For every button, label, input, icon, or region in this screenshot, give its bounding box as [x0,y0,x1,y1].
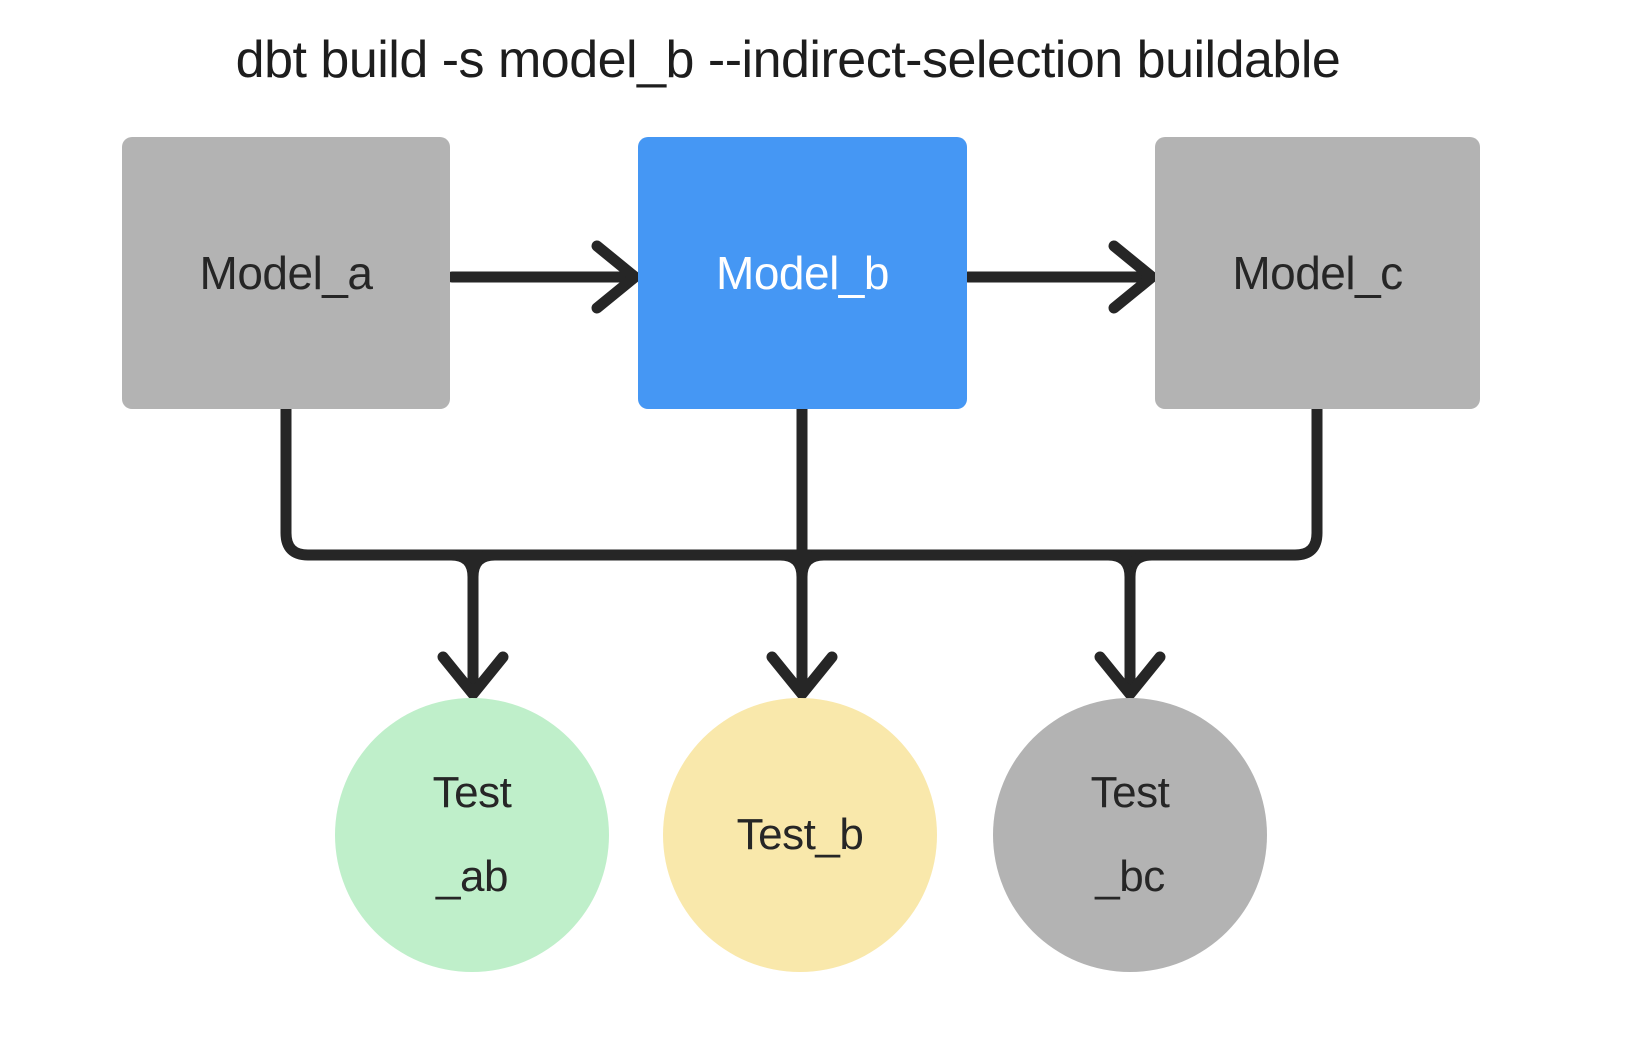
node-test-b-label: Test_b [736,810,864,859]
node-model-b-selected: Model_b [638,137,967,409]
node-test-bc-label-line1: Test [1090,768,1170,817]
test-b-right-fillet [796,549,830,583]
edge-a-b-arrowhead-icon [591,240,641,314]
node-model-b-label: Model_b [716,247,889,299]
edge-model-b-to-model-c [962,240,1158,314]
edge-rail-to-test-bc [1094,549,1166,700]
node-test-ab-label-line1: Test [432,768,512,817]
node-model-c-label: Model_c [1232,247,1403,299]
node-test-bc: Test _bc [993,698,1267,972]
node-test-bc-label-line2: _bc [1095,852,1165,901]
node-model-c: Model_c [1155,137,1480,409]
test-bc-branch-right-fillet [1124,549,1158,583]
edge-model-a-to-model-b [446,240,641,314]
node-test-ab: Test _ab [335,698,609,972]
node-model-a: Model_a [122,137,450,409]
test-ab-branch-right-fillet [467,549,501,583]
edge-b-c-arrowhead-icon [1108,240,1158,314]
diagram-title: dbt build -s model_b --indirect-selectio… [235,31,1341,89]
node-test-b: Test_b [663,698,937,972]
test-b-arrowhead-icon [766,651,838,700]
edge-model-b-to-test-b [766,403,838,700]
edge-rail-to-test-ab [437,549,509,700]
test-ab-arrowhead-icon [437,651,509,700]
test-bc-arrowhead-icon [1094,651,1166,700]
node-model-a-label: Model_a [199,247,373,299]
node-test-ab-label-line2: _ab [436,852,508,901]
